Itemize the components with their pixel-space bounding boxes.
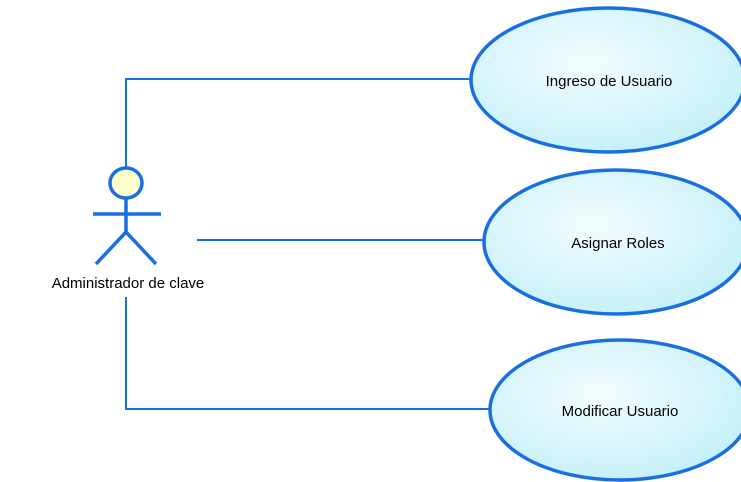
use-case-ellipse <box>469 6 741 154</box>
actor-right-leg <box>124 230 158 266</box>
use-case-ingreso-de-usuario: Ingreso de Usuario <box>469 6 741 154</box>
actor-left-leg <box>94 230 128 266</box>
use-case-ellipse <box>482 168 741 316</box>
use-case-ellipse <box>488 338 741 482</box>
use-case-modificar-usuario: Modificar Usuario <box>488 338 741 482</box>
use-case-label: Asignar Roles <box>571 235 664 252</box>
associations <box>125 78 490 410</box>
actor-figure: Administrador de clave <box>52 166 205 292</box>
use-case-label: Modificar Usuario <box>562 403 679 420</box>
use-case-asignar-roles: Asignar Roles <box>482 168 741 316</box>
actor-label: Administrador de clave <box>52 275 205 292</box>
actor-head <box>108 166 144 200</box>
association-line-modificar <box>125 297 490 410</box>
association-line-ingreso <box>125 78 472 167</box>
stick-figure-actor-icon <box>93 166 161 266</box>
use-case-label: Ingreso de Usuario <box>546 73 673 90</box>
